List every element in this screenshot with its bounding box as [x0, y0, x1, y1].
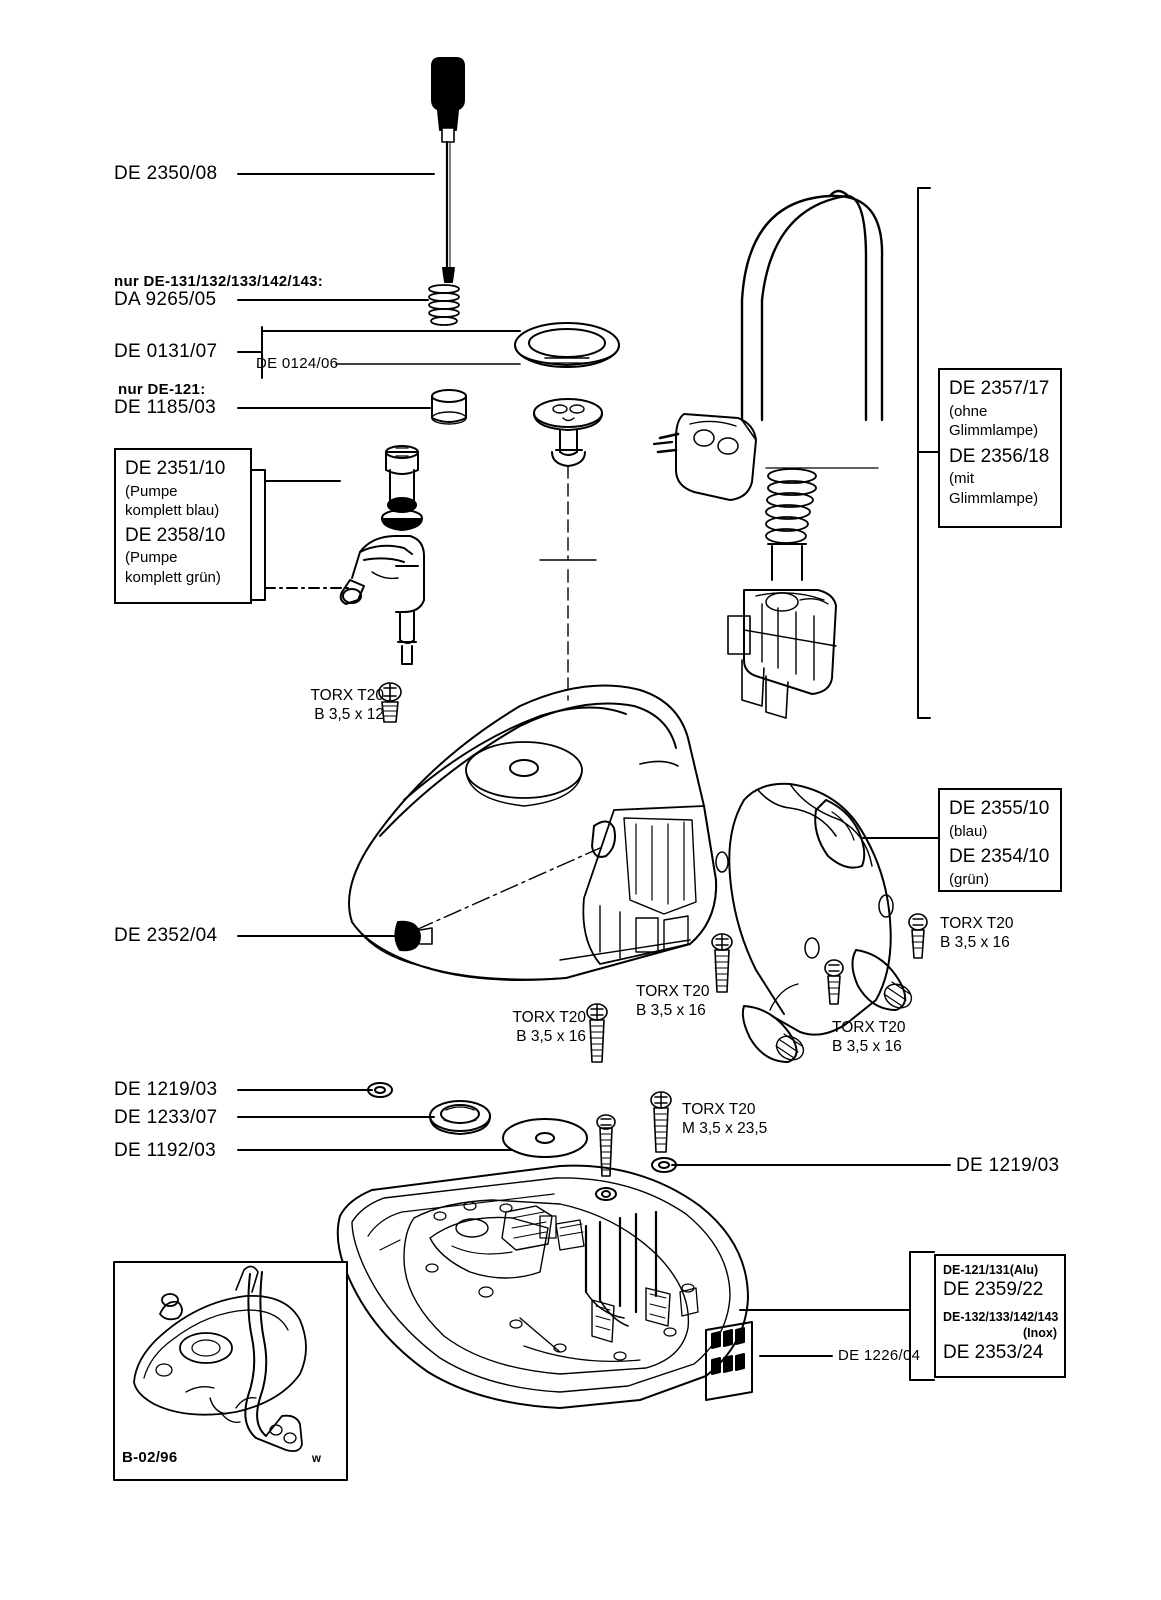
pump-box-line-1: (Pumpe: [125, 482, 178, 500]
torx-mid-right-line1: TORX T20: [832, 1019, 906, 1036]
label-side-plug: DE 2352/04: [114, 925, 218, 946]
soleplate-box-line-4: DE 2353/24: [943, 1342, 1044, 1364]
part-bezel: [514, 322, 620, 368]
cable-box-line-4: (mit: [949, 470, 974, 488]
part-side-plug: [394, 920, 433, 952]
label-sleeve: DE 1185/03: [114, 397, 216, 418]
torx-mid-right-line2: B 3,5 x 16: [832, 1038, 902, 1056]
label-ring: DE 0131/07: [114, 341, 218, 362]
part-screwdriver: [431, 57, 465, 283]
pump-box-line-5: komplett grün): [125, 568, 221, 586]
handle-box-line-0: DE 2355/10: [949, 798, 1050, 819]
part-housing: [348, 684, 729, 981]
torx-mid-left-line2: B 3,5 x 16: [516, 1028, 586, 1046]
torx-mid-right-label: TORX T20 B 3,5 x 16: [832, 1018, 906, 1057]
label-sleeve-note: nur DE-121:: [118, 381, 206, 398]
label-screwdriver: DE 2350/08: [114, 163, 218, 184]
part-spring: [428, 284, 460, 326]
handle-label-box: DE 2355/10 (blau) DE 2354/10 (grün): [938, 788, 1062, 892]
soleplate-label-box: DE-121/131(Alu) DE 2359/22 DE-132/133/14…: [934, 1254, 1066, 1378]
torx-mid-left-line1: TORX T20: [512, 1009, 586, 1026]
torx-mid-center-line1: TORX T20: [636, 983, 710, 1000]
pump-box-line-2: komplett blau): [125, 502, 220, 520]
screw-torx-right: [908, 913, 928, 959]
pump-bracket: [251, 469, 266, 601]
cable-box-line-0: DE 2357/17: [949, 378, 1050, 399]
part-disc: [502, 1118, 588, 1158]
part-sleeve: [431, 389, 467, 425]
cable-box-line-5: Glimmlampe): [949, 489, 1039, 507]
handle-box-line-2: DE 2354/10: [949, 846, 1050, 868]
part-washer-right: [651, 1157, 677, 1173]
handle-box-line-3: (grün): [949, 870, 990, 888]
pump-box-line-3: DE 2358/10: [125, 524, 226, 546]
torx-mid-center-label: TORX T20 B 3,5 x 16: [636, 982, 710, 1021]
part-nut-small: [595, 1187, 617, 1201]
pump-box-line-0: DE 2351/10: [125, 458, 226, 479]
pump-box-line-4: (Pumpe: [125, 549, 178, 567]
label-washer-right: DE 1219/03: [956, 1155, 1060, 1176]
inset-assembled-iron: [133, 1265, 307, 1453]
inset-code-label: B-02/96: [122, 1449, 178, 1466]
cable-label-box: DE 2357/17 (ohne Glimmlampe) DE 2356/18 …: [938, 368, 1062, 528]
label-washer-top: DE 1219/03: [114, 1079, 218, 1100]
part-handle-cover: [728, 782, 913, 1063]
screw-torx-top: [378, 682, 402, 723]
screw-bolt-short: [596, 1114, 616, 1177]
screw-torx-mid-center: [711, 933, 733, 993]
torx-long-line1: TORX T20: [682, 1101, 756, 1118]
soleplate-box-line-2: DE-132/133/142/143: [943, 1309, 1059, 1324]
label-comb: DE 1226/04: [838, 1347, 921, 1364]
label-grommet: DE 1233/07: [114, 1107, 218, 1128]
torx-right-line2: B 3,5 x 16: [940, 934, 1010, 952]
part-pump: [339, 445, 425, 665]
part-washer-top: [367, 1082, 393, 1098]
part-soleplate: [336, 1164, 749, 1409]
inset-mark-label: w: [312, 1453, 322, 1465]
label-spring: DA 9265/05: [114, 289, 217, 310]
torx-top-line2: B 3,5 x 12: [314, 706, 384, 724]
screw-torx-long: [650, 1091, 672, 1153]
label-disc: DE 1192/03: [114, 1140, 216, 1161]
part-grommet: [429, 1100, 491, 1135]
torx-right-line1: TORX T20: [940, 915, 1014, 932]
axis-side-plug: [415, 847, 601, 931]
label-ring-inner: DE 0124/06: [256, 355, 339, 372]
soleplate-box-line-3: (Inox): [1022, 1326, 1057, 1341]
screw-torx-mid-left: [586, 1003, 608, 1063]
cable-box-line-1: (ohne: [949, 402, 988, 420]
cable-box-line-2: Glimmlampe): [949, 422, 1039, 440]
soleplate-box-line-1: DE 2359/22: [943, 1279, 1044, 1301]
torx-top-label: TORX T20 B 3,5 x 12: [284, 686, 384, 725]
label-spring-note: nur DE-131/132/133/142/143:: [114, 273, 324, 290]
part-comb: [705, 1321, 753, 1401]
torx-mid-center-line2: B 3,5 x 16: [636, 1002, 706, 1020]
soleplate-box-line-0: DE-121/131(Alu): [943, 1263, 1039, 1277]
cable-box-line-3: DE 2356/18: [949, 445, 1050, 467]
part-power-cord: [652, 189, 884, 719]
pump-label-box: DE 2351/10 (Pumpe komplett blau) DE 2358…: [114, 448, 252, 604]
torx-right-label: TORX T20 B 3,5 x 16: [940, 914, 1014, 953]
screw-torx-mid-right: [824, 959, 844, 1005]
torx-long-line2: M 3,5 x 23,5: [682, 1120, 768, 1138]
torx-mid-left-label: TORX T20 B 3,5 x 16: [506, 1008, 586, 1047]
torx-top-line1: TORX T20: [310, 687, 384, 704]
handle-box-line-1: (blau): [949, 822, 988, 840]
torx-long-label: TORX T20 M 3,5 x 23,5: [682, 1100, 767, 1139]
part-selector-knob: [533, 398, 603, 467]
